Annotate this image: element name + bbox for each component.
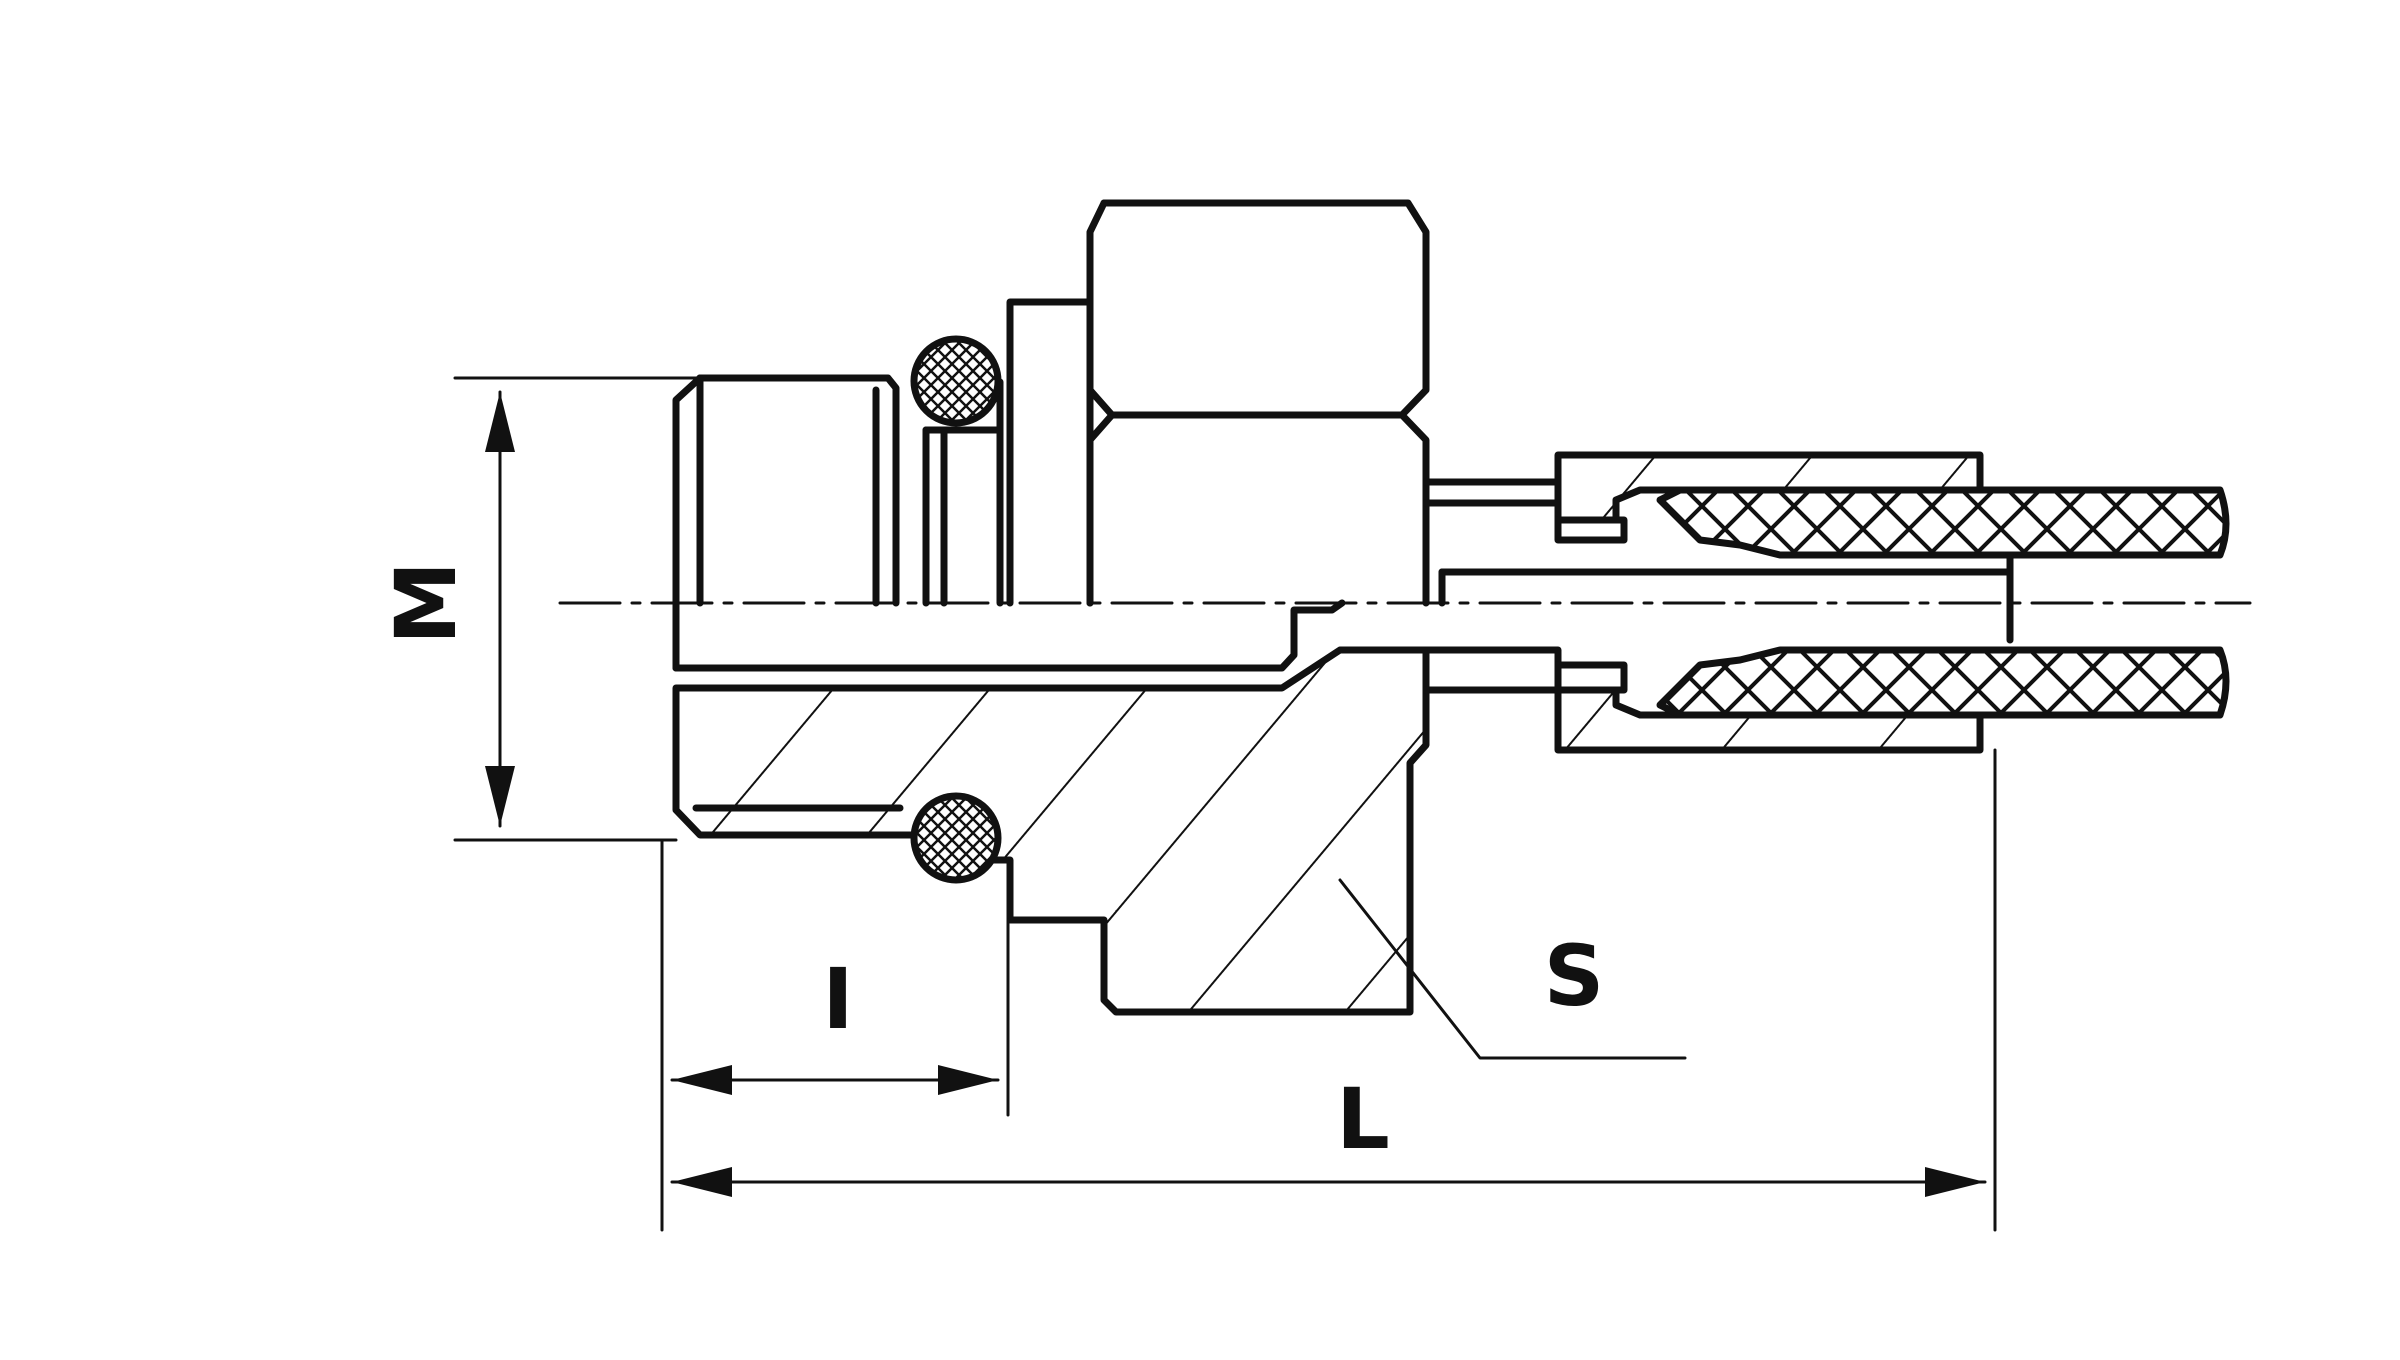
collar-top [1006,298,1094,607]
dimension-i [660,838,1010,1232]
bore-top [672,599,1346,672]
label-m: M [377,561,475,645]
o-ring-bottom [910,792,1002,884]
tail-tube-top [1422,478,1562,507]
hex-nut-top [1086,199,1430,607]
hose-braid-bottom [1656,646,2230,719]
dimension-s [1338,878,1687,1060]
dimension-m [453,376,702,842]
hose-braid-top [1656,486,2230,559]
o-ring-top [910,335,1002,427]
label-l: L [1336,1070,1390,1168]
seal-seat-top [922,378,1004,607]
dimension-l [670,748,1997,1232]
body-section [672,646,1430,1016]
label-s: S [1544,927,1605,1025]
thread-spigot-top [672,374,900,672]
label-i: I [822,950,853,1048]
